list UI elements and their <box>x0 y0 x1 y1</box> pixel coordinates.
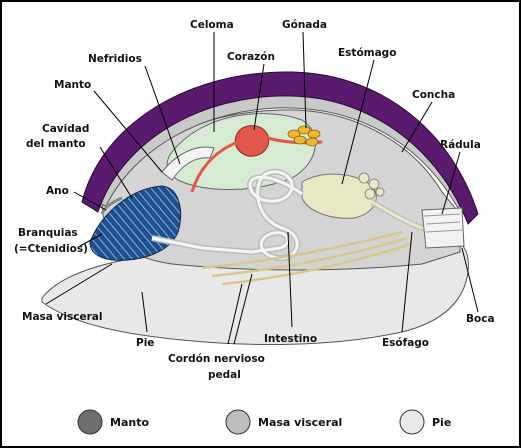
label-branquias-line2: (=Ctenidios) <box>14 243 88 255</box>
label-pie: Pie <box>136 337 154 349</box>
legend-label-masa-visceral: Masa visceral <box>258 416 342 429</box>
label-cordon-line2: pedal <box>208 369 241 381</box>
legend: Manto Masa visceral Pie <box>78 410 451 434</box>
label-ano: Ano <box>46 185 69 197</box>
label-corazon: Corazón <box>227 51 275 63</box>
legend-swatch-manto <box>78 410 102 434</box>
label-boca: Boca <box>466 313 495 325</box>
label-cavidad-line2: del manto <box>26 138 86 150</box>
label-celoma: Celoma <box>190 19 234 31</box>
label-masa-visceral: Masa visceral <box>22 311 102 323</box>
label-estomago: Estómago <box>338 47 396 59</box>
label-gonada: Gónada <box>282 19 327 31</box>
label-branquias-line1: Branquias <box>18 227 78 239</box>
legend-label-pie: Pie <box>432 416 451 429</box>
label-nefridios: Nefridios <box>88 53 142 65</box>
label-manto: Manto <box>54 79 91 91</box>
label-esofago: Esófago <box>382 337 429 349</box>
label-concha: Concha <box>412 89 455 101</box>
legend-label-manto: Manto <box>110 416 149 429</box>
label-cavidad-line1: Cavidad <box>42 123 89 135</box>
label-intestino: Intestino <box>264 333 317 345</box>
label-cordon-line1: Cordón nervioso <box>168 353 265 365</box>
heart-shape <box>235 126 269 157</box>
legend-swatch-pie <box>400 410 424 434</box>
legend-swatch-masa-visceral <box>226 410 250 434</box>
label-radula: Rádula <box>440 139 481 151</box>
